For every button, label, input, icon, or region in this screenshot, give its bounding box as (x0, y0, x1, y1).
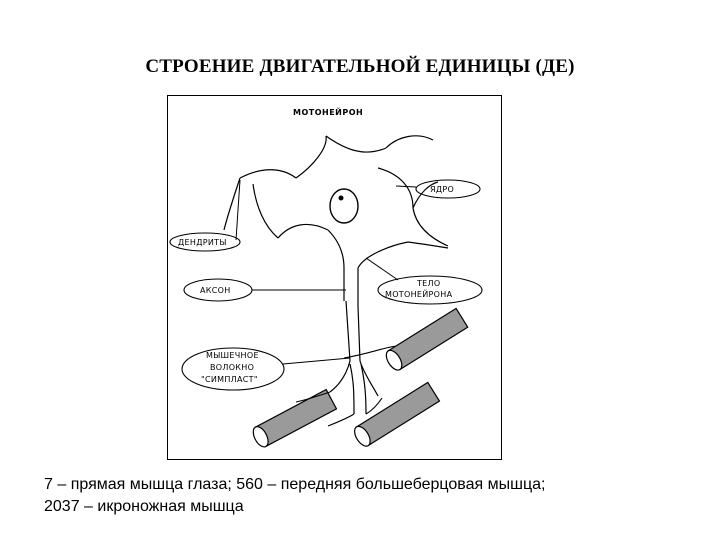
diagram-canvas: МОТОНЕЙРОН (169, 106, 483, 448)
dendrites-label-ellipse (169, 232, 241, 252)
fiber-label-ellipse (181, 347, 285, 391)
motor-unit-diagram: МОТОНЕЙРОН (167, 95, 502, 460)
muscle-fibers (252, 307, 469, 448)
dendrites-label: ДЕНДРИТЫ (178, 238, 227, 247)
neuron-body (223, 135, 449, 415)
caption-line-1: 7 – прямая мышца глаза; 560 – передняя б… (44, 476, 546, 493)
slide-title: СТРОЕНИЕ ДВИГАТЕЛЬНОЙ ЕДИНИЦЫ (ДЕ) (145, 56, 575, 77)
nucleus-shape (329, 188, 359, 224)
diagram-title: МОТОНЕЙРОН (293, 106, 363, 117)
nerve-endings (295, 345, 397, 427)
fiber-label-line3: "СИМПЛАСТ" (201, 375, 258, 384)
axon-label: АКСОН (200, 286, 231, 295)
body-label-line2: МОТОНЕЙРОНА (385, 288, 453, 299)
body-label-line1: ТЕЛО (416, 279, 440, 288)
nucleus-label: ЯДРО (430, 185, 454, 194)
caption-line-2: 2037 – икроножная мышца (44, 498, 244, 515)
fiber-label-line2: ВОЛОКНО (210, 363, 254, 372)
caption: 7 – прямая мышца глаза; 560 – передняя б… (44, 474, 704, 518)
nucleus-label-ellipse (415, 179, 481, 199)
body-label-ellipse (377, 275, 483, 305)
leader-lines (235, 179, 417, 365)
fiber-label-line1: МЫШЕЧНОЕ (206, 351, 259, 360)
nucleolus-dot (338, 195, 344, 201)
